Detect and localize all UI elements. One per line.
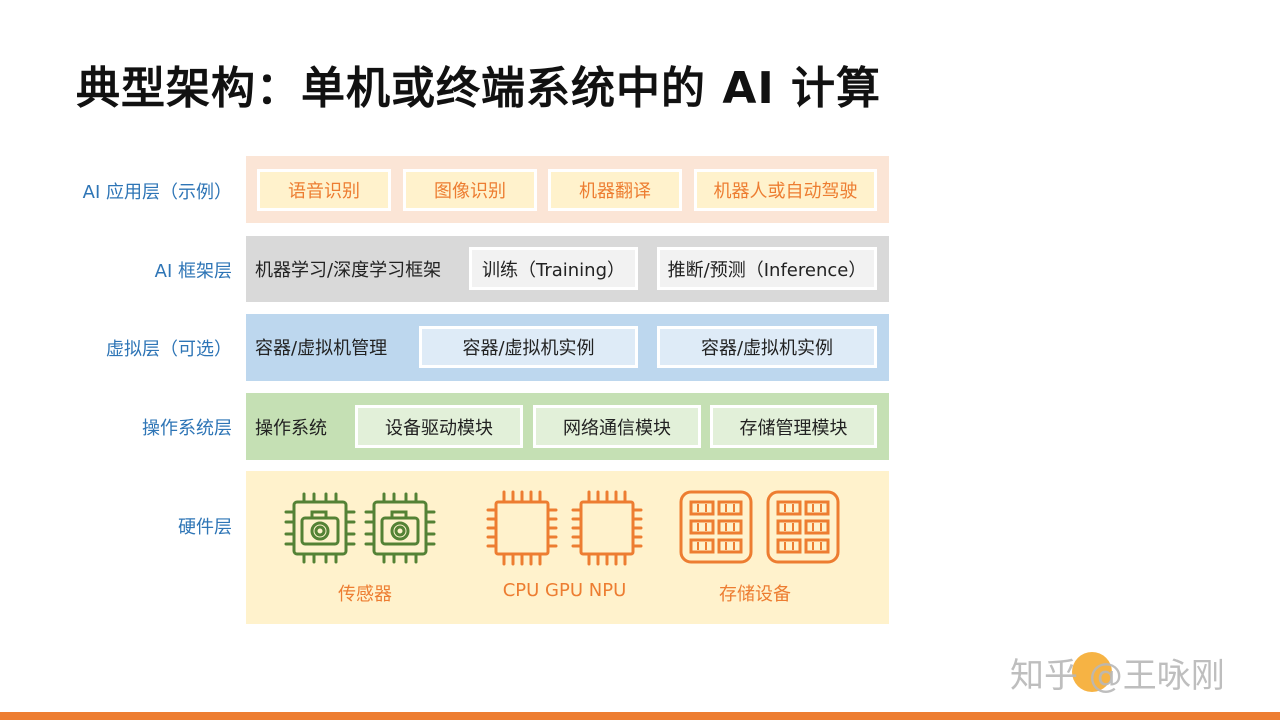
virtual-item-instance-2: 容器/虚拟机实例 bbox=[657, 326, 877, 368]
app-item-robot: 机器人或自动驾驶 bbox=[694, 169, 877, 211]
bottom-accent-bar bbox=[0, 712, 1280, 720]
os-item-driver: 设备驱动模块 bbox=[355, 405, 523, 448]
page-title: 典型架构：单机或终端系统中的 AI 计算 bbox=[76, 63, 882, 114]
hardware-caption-sensor: 传感器 bbox=[338, 584, 392, 605]
framework-main-label: 机器学习/深度学习框架 bbox=[255, 259, 442, 281]
framework-item-training: 训练（Training） bbox=[469, 247, 638, 290]
hardware-caption-storage: 存储设备 bbox=[719, 584, 791, 605]
camera-chip-icon bbox=[284, 492, 356, 564]
hardware-caption-processor: CPU GPU NPU bbox=[502, 580, 627, 601]
camera-chip-icon bbox=[364, 492, 436, 564]
layer-label-hardware: 硬件层 bbox=[178, 517, 232, 538]
framework-item-inference: 推断/预测（Inference） bbox=[657, 247, 877, 290]
os-item-network: 网络通信模块 bbox=[533, 405, 701, 448]
os-main-label: 操作系统 bbox=[255, 417, 327, 439]
virtual-item-instance-1: 容器/虚拟机实例 bbox=[419, 326, 638, 368]
virtual-main-label: 容器/虚拟机管理 bbox=[255, 338, 388, 359]
app-item-image: 图像识别 bbox=[403, 169, 537, 211]
hardware-layer-band bbox=[246, 471, 889, 624]
watermark: 知乎 @王咏刚 bbox=[1010, 656, 1225, 696]
layer-label-os: 操作系统层 bbox=[142, 418, 232, 439]
app-item-speech: 语音识别 bbox=[257, 169, 391, 211]
layer-label-framework: AI 框架层 bbox=[154, 261, 232, 282]
app-item-translation: 机器翻译 bbox=[548, 169, 682, 211]
layer-label-app: AI 应用层（示例） bbox=[82, 182, 232, 203]
layer-label-virtual: 虚拟层（可选） bbox=[106, 339, 232, 360]
processor-chip-icon bbox=[486, 490, 558, 566]
storage-module-icon bbox=[766, 490, 840, 564]
watermark-logo bbox=[1072, 652, 1112, 692]
processor-chip-icon bbox=[571, 490, 643, 566]
storage-module-icon bbox=[679, 490, 753, 564]
os-item-storage: 存储管理模块 bbox=[710, 405, 877, 448]
